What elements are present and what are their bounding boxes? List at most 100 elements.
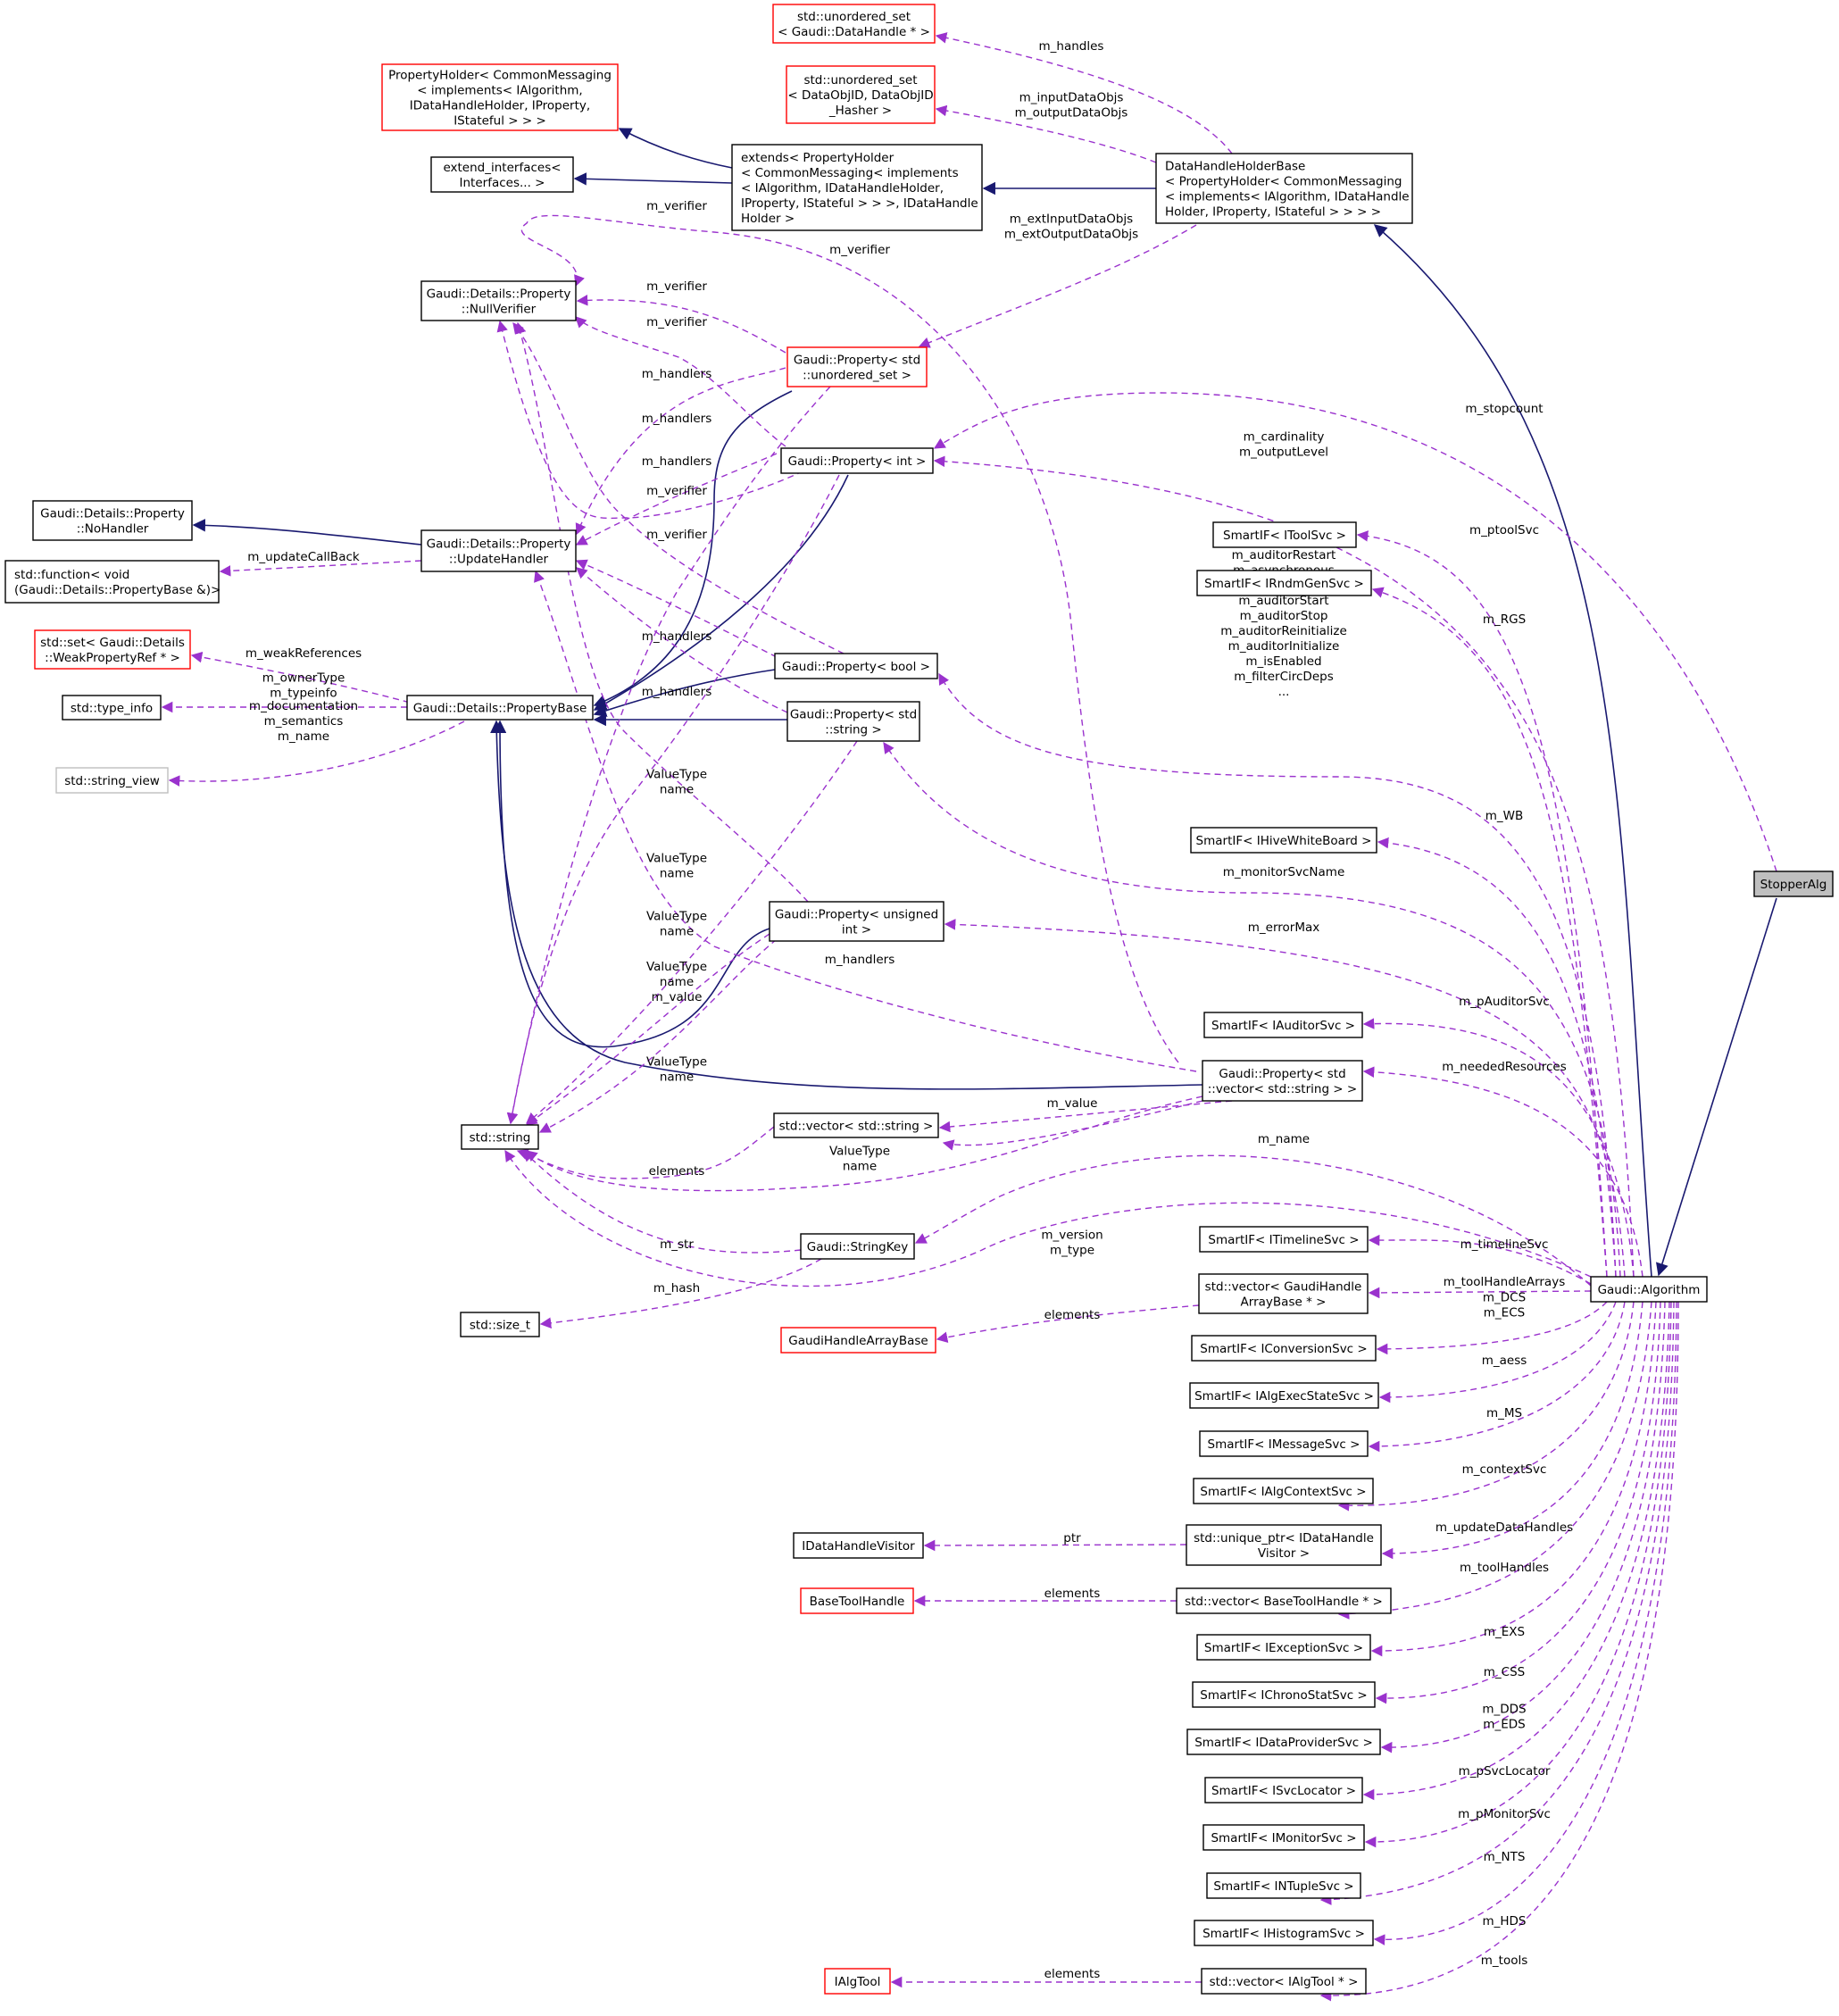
edge-label-line: m_typeinfo	[270, 687, 337, 701]
usage-edge-15	[520, 214, 1179, 1063]
edge-label-line: m_outputDataObjs	[1015, 106, 1128, 121]
usage-edge-31	[168, 721, 465, 787]
node-std-string[interactable]: std::string	[461, 1124, 539, 1150]
node-box	[1202, 1824, 1365, 1851]
node-base-tool-handle[interactable]: BaseToolHandle	[800, 1587, 914, 1614]
node-ialg-tool[interactable]: IAlgTool	[824, 1968, 891, 1995]
node-std-type-info[interactable]: std::type_info	[62, 695, 162, 721]
node-std-string-view[interactable]: std::string_view	[55, 767, 169, 794]
node-string-key[interactable]: Gaudi::StringKey	[800, 1233, 915, 1260]
node-prop-uset[interactable]: Gaudi::Property< std::unordered_set >	[786, 346, 928, 387]
edge-label-m-handlers-b: m_handlers	[642, 412, 712, 426]
node-sif-isvclocator[interactable]: SmartIF< ISvcLocator >	[1204, 1777, 1363, 1804]
node-box	[32, 500, 193, 541]
edge-label-line: m_stopcount	[1465, 402, 1543, 416]
node-prop-string[interactable]: Gaudi::Property< std::string >	[786, 701, 920, 742]
node-sif-iauditorsvc[interactable]: SmartIF< IAuditorSvc >	[1203, 1012, 1363, 1038]
node-vec-ialgtool[interactable]: std::vector< IAlgTool * >	[1201, 1968, 1367, 1995]
node-sif-ialgcontextsvc[interactable]: SmartIF< IAlgContextSvc >	[1193, 1478, 1374, 1504]
node-label-line: std::set< Gaudi::Details	[40, 636, 185, 650]
node-update-handler[interactable]: Gaudi::Details::Property::UpdateHandler	[420, 529, 577, 572]
node-sif-ialgexecstatesvc[interactable]: SmartIF< IAlgExecStateSvc >	[1189, 1382, 1379, 1409]
node-label-line: Gaudi::Details::Property	[427, 537, 571, 552]
node-no-handler[interactable]: Gaudi::Details::Property::NoHandler	[32, 500, 193, 541]
edge-label-line: name	[660, 867, 694, 881]
node-gaudi-handle-array-base[interactable]: GaudiHandleArrayBase	[780, 1327, 936, 1354]
node-sif-itoolsvc[interactable]: SmartIF< IToolSvc >	[1212, 521, 1357, 548]
node-sif-intuplesvc[interactable]: SmartIF< INTupleSvc >	[1206, 1872, 1361, 1899]
node-label-line: SmartIF< IHistogramSvc >	[1202, 1927, 1365, 1941]
node-sif-idataprovidersvc[interactable]: SmartIF< IDataProviderSvc >	[1186, 1729, 1381, 1755]
node-label-line: SmartIF< IAlgContextSvc >	[1200, 1485, 1366, 1499]
edge-label-line: m_inputDataObjs	[1019, 91, 1124, 105]
node-sif-imessagesvc[interactable]: SmartIF< IMessageSvc >	[1199, 1430, 1369, 1457]
edge-label-m-value: m_value	[1047, 1096, 1098, 1111]
node-sif-ihivewhiteboard[interactable]: SmartIF< IHiveWhiteBoard >	[1190, 827, 1377, 854]
edge-label-line: m_hash	[653, 1281, 700, 1295]
node-sif-iconversionsvc[interactable]: SmartIF< IConversionSvc >	[1191, 1335, 1377, 1362]
node-box	[62, 695, 162, 721]
node-null-verifier[interactable]: Gaudi::Details::Property::NullVerifier	[420, 280, 577, 321]
node-label: std::vector< std::string >	[779, 1120, 934, 1134]
node-gaudi-algorithm[interactable]: Gaudi::Algorithm	[1590, 1276, 1708, 1303]
edge-label-m-ptoolsvc: m_ptoolSvc	[1469, 523, 1539, 537]
edge-label-m-update-callback: m_updateCallBack	[247, 550, 360, 564]
node-vec-basetoolhandle[interactable]: std::vector< BaseToolHandle * >	[1176, 1587, 1392, 1614]
node-box	[1199, 1226, 1369, 1253]
node-label: SmartIF< IToolSvc >	[1223, 529, 1346, 543]
edge-label-line: m_type	[1050, 1244, 1094, 1258]
node-sif-iexceptionsvc[interactable]: SmartIF< IExceptionSvc >	[1196, 1634, 1371, 1661]
node-prop-int[interactable]: Gaudi::Property< int >	[780, 447, 934, 474]
edge-label-ptr: ptr	[1063, 1531, 1081, 1545]
usage-edge-41	[914, 1154, 1592, 1287]
node-vector-string[interactable]: std::vector< std::string >	[773, 1112, 939, 1138]
usage-edge-64	[1337, 1301, 1652, 1620]
node-label: SmartIF< IAuditorSvc >	[1211, 1019, 1355, 1033]
usage-edge-62	[1337, 1301, 1635, 1512]
node-label: SmartIF< IConversionSvc >	[1200, 1342, 1367, 1356]
node-extend-interfaces[interactable]: extend_interfaces<Interfaces... >	[430, 156, 574, 193]
node-std-size-t[interactable]: std::size_t	[460, 1312, 540, 1337]
node-box	[773, 1112, 939, 1138]
usage-edge-61	[1368, 1301, 1626, 1453]
node-sif-imonitorsvc[interactable]: SmartIF< IMonitorSvc >	[1202, 1824, 1365, 1851]
node-uset-dataobjid[interactable]: std::unordered_set< DataObjID, DataObjID…	[786, 65, 936, 124]
node-prop-bool[interactable]: Gaudi::Property< bool >	[774, 653, 938, 679]
usage-edge-45	[936, 1304, 1200, 1343]
node-sif-ichronostatsvc[interactable]: SmartIF< IChronoStatSvc >	[1192, 1681, 1376, 1708]
node-uset-datahandle[interactable]: std::unordered_set< Gaudi::DataHandle * …	[772, 4, 936, 44]
node-label-line: SmartIF< ITimelineSvc >	[1208, 1233, 1359, 1247]
usage-edge-34	[526, 740, 858, 1124]
node-label-line: (Gaudi::Details::PropertyBase &)>	[14, 583, 221, 597]
node-data-handle-holder-base[interactable]: DataHandleHolderBase< PropertyHolder< Co…	[1155, 153, 1413, 224]
node-label: Gaudi::Property< std::vector< std::strin…	[1208, 1067, 1357, 1096]
node-idata-handle-visitor[interactable]: IDataHandleVisitor	[793, 1532, 924, 1559]
node-sif-ihistogramsvc[interactable]: SmartIF< IHistogramSvc >	[1194, 1920, 1374, 1946]
node-property-holder[interactable]: PropertyHolder< CommonMessaging< impleme…	[381, 63, 619, 131]
edge-label-m-handlers-e: m_handlers	[642, 685, 712, 699]
node-std-function[interactable]: std::function< void(Gaudi::Details::Prop…	[4, 560, 221, 604]
edge-label-line: m_monitorSvcName	[1223, 865, 1345, 879]
node-label-line: std::vector< GaudiHandle	[1205, 1280, 1362, 1295]
node-stopper-alg[interactable]: StopperAlg	[1753, 871, 1834, 897]
node-sif-irndmgensvc[interactable]: SmartIF< IRndmGenSvc >	[1196, 570, 1372, 596]
node-label-line: SmartIF< IAlgExecStateSvc >	[1194, 1389, 1374, 1404]
edge-label-line: m_isEnabled	[1245, 654, 1321, 669]
usage-edge-58	[1368, 1287, 1592, 1299]
node-label-line: < IAlgorithm, IDataHandleHolder,	[741, 181, 944, 196]
node-prop-vector-string[interactable]: Gaudi::Property< std::vector< std::strin…	[1202, 1060, 1363, 1102]
node-extends-property-holder[interactable]: extends< PropertyHolder< CommonMessaging…	[731, 144, 983, 231]
node-std-set-weak[interactable]: std::set< Gaudi::Details::WeakPropertyRe…	[34, 629, 191, 670]
node-label-line: ::string >	[825, 723, 881, 737]
node-sif-itimelinesvc[interactable]: SmartIF< ITimelineSvc >	[1199, 1226, 1369, 1253]
node-property-base[interactable]: Gaudi::Details::PropertyBase	[406, 695, 594, 721]
node-box	[34, 629, 191, 670]
node-label-line: < implements< IAlgorithm,	[417, 84, 582, 98]
node-label: Gaudi::Property< int >	[788, 454, 927, 469]
